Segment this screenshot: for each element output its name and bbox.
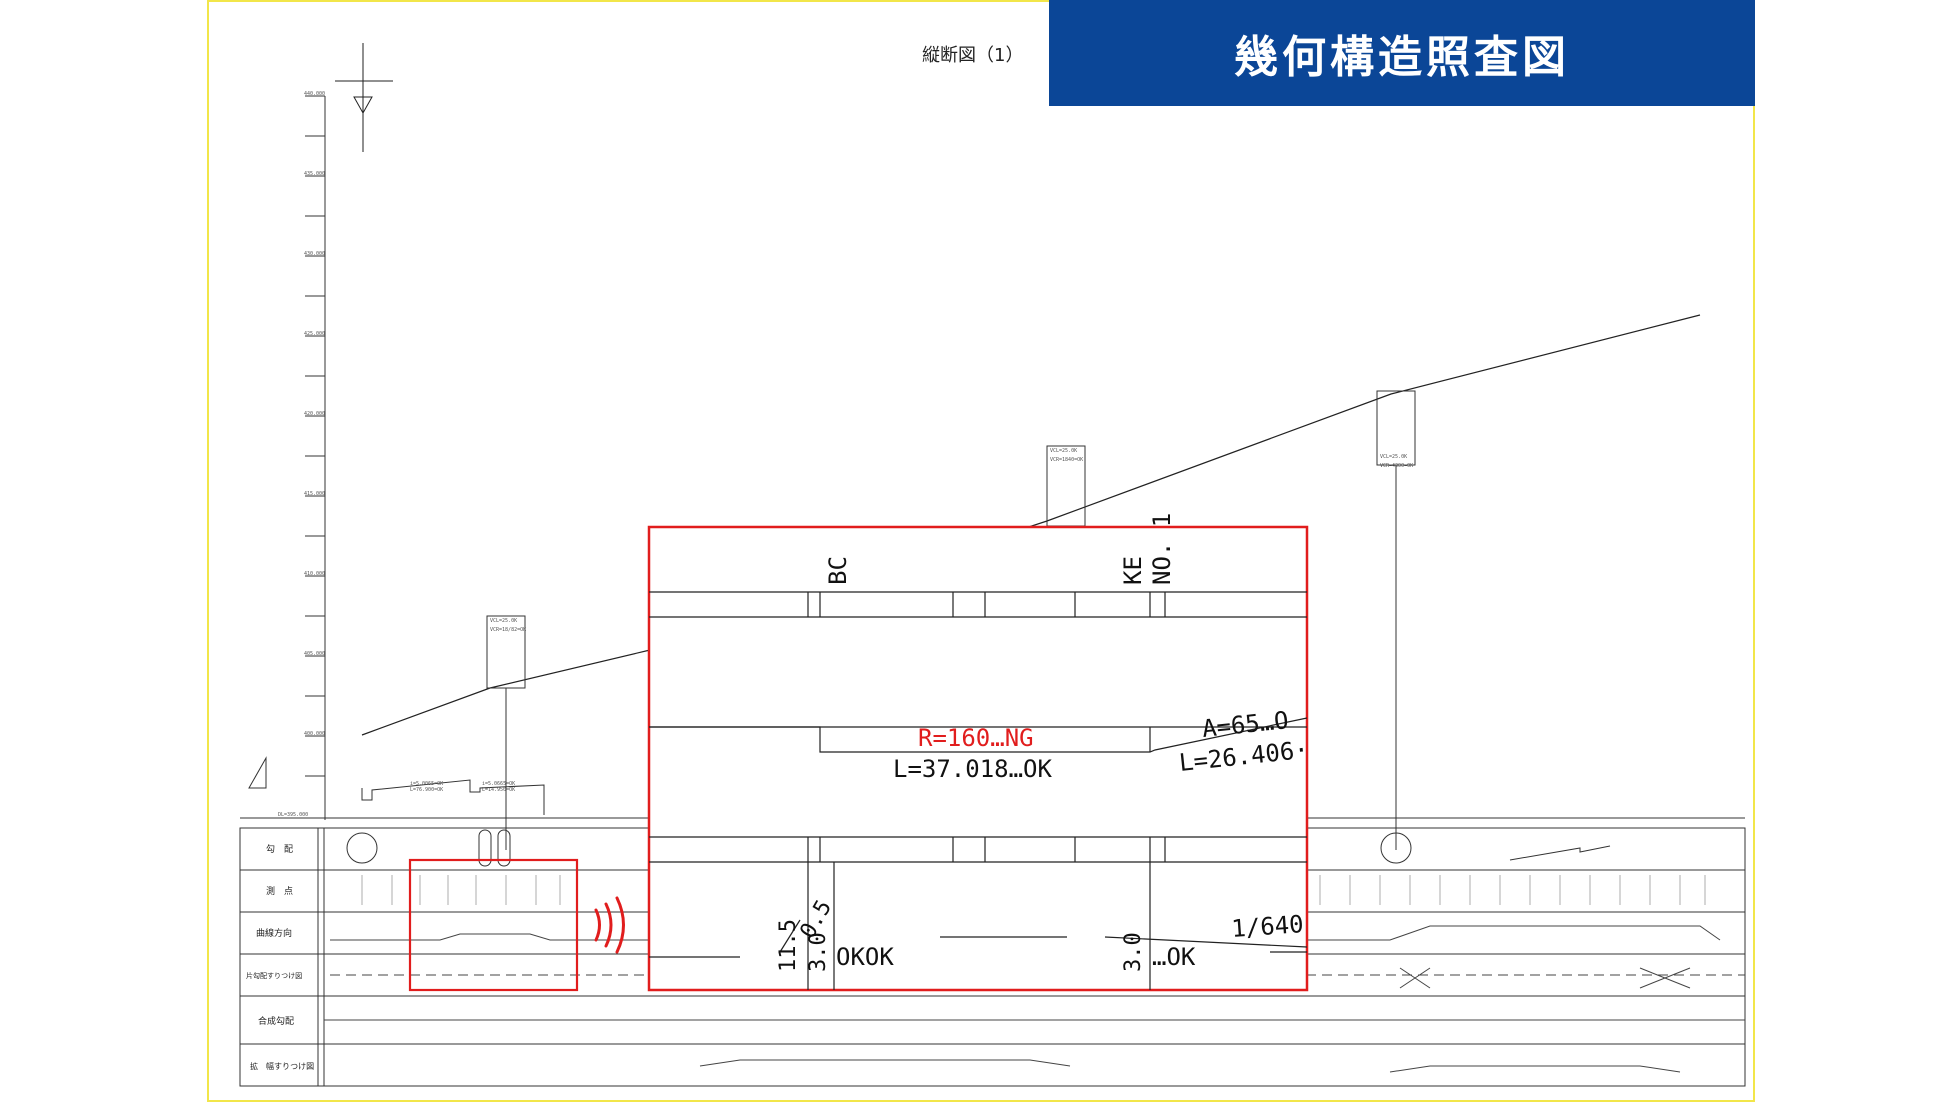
row-label-grade: 勾 配 [266, 843, 293, 855]
vc-label-bottom: VCR=1840=OK [1050, 457, 1083, 463]
station-ticks [361, 875, 1706, 905]
table-row-labels: 勾 配 測 点 曲線方向 片勾配すりつけ図 合成勾配 拡 幅すりつけ図 [246, 843, 314, 1071]
ratio-label: 1/640 [1230, 910, 1304, 943]
header-band: 幾何構造照査図 [1049, 0, 1755, 106]
superelevation-value: 3.0 [806, 932, 831, 972]
row-label-superelevation: 片勾配すりつけ図 [246, 971, 302, 980]
profile-table [239, 827, 1746, 1087]
label-bc: BC [824, 556, 852, 585]
sheet-frame [207, 0, 1755, 1102]
row-label-station: 測 点 [266, 885, 293, 897]
vc-label-top: VCL=25.0K [1050, 448, 1077, 454]
zoom-arrow-icon [594, 896, 625, 954]
page-title: 幾何構造照査図 [1234, 32, 1570, 83]
elev-label: DL=395.000 [278, 812, 308, 818]
elevation-scale [305, 95, 326, 820]
elev-label: 400.000 [304, 731, 325, 737]
sheet-title: 縦断図（1） [922, 45, 1024, 66]
label-ke: KE [1119, 556, 1147, 585]
vc-label-bottom: VCR=18/82=OK [490, 627, 526, 633]
row-label-widening: 拡 幅すりつけ図 [250, 1061, 314, 1071]
row-label-composite-grade: 合成勾配 [258, 1015, 294, 1027]
elev-label: 435.000 [304, 171, 325, 177]
vc-label-top: VCL=25.0K [1380, 454, 1407, 460]
curve-length-label: L=37.018…OK [893, 755, 1052, 783]
superelevation-lines [1399, 967, 1691, 989]
benchmark-symbol [335, 43, 393, 152]
superelevation-value: 11.5 [776, 919, 801, 972]
vc-label-top: VCL=25.0K [490, 618, 517, 624]
highlight-source-box [408, 858, 579, 992]
zoom-panel: BC KE NO. 1 R=160…NG L=37.018…OK A=65…O … [647, 513, 1310, 992]
label-no1: NO. 1 [1148, 513, 1176, 585]
grade-line-right [1509, 845, 1611, 861]
curve-row-lines [324, 925, 1745, 1073]
grade-label: i=5.0665=OK [482, 781, 515, 787]
row-label-curve-direction: 曲線方向 [256, 927, 292, 939]
grade-label: i=5.0065=OK [410, 781, 443, 787]
elevation-labels: 440.000 435.000 430.000 425.000 420.000 … [278, 91, 325, 818]
elev-label: 410.000 [304, 571, 325, 577]
elev-label: 420.000 [304, 411, 325, 417]
grade-label: L=76.900=OK [410, 787, 443, 793]
elev-label: 415.000 [304, 491, 325, 497]
vc-label-bottom: VCR=4300=OK [1380, 463, 1413, 469]
vertical-curve-box [486, 390, 1416, 850]
grade-marker-circle [346, 829, 1412, 867]
elev-label: 425.000 [304, 331, 325, 337]
elev-label: 440.000 [304, 91, 325, 97]
mid-ok-label: …OK [1152, 943, 1196, 971]
slope-triangle-icon [248, 756, 267, 789]
grade-step-line [361, 779, 545, 815]
elev-label: 405.000 [304, 651, 325, 657]
grade-label: L=14.950=OK [482, 787, 515, 793]
superelevation-value-mid: 3.0 [1121, 932, 1146, 972]
okok-label: OKOK [836, 943, 894, 971]
radius-ng-label: R=160…NG [918, 724, 1034, 752]
elev-label: 430.000 [304, 251, 325, 257]
